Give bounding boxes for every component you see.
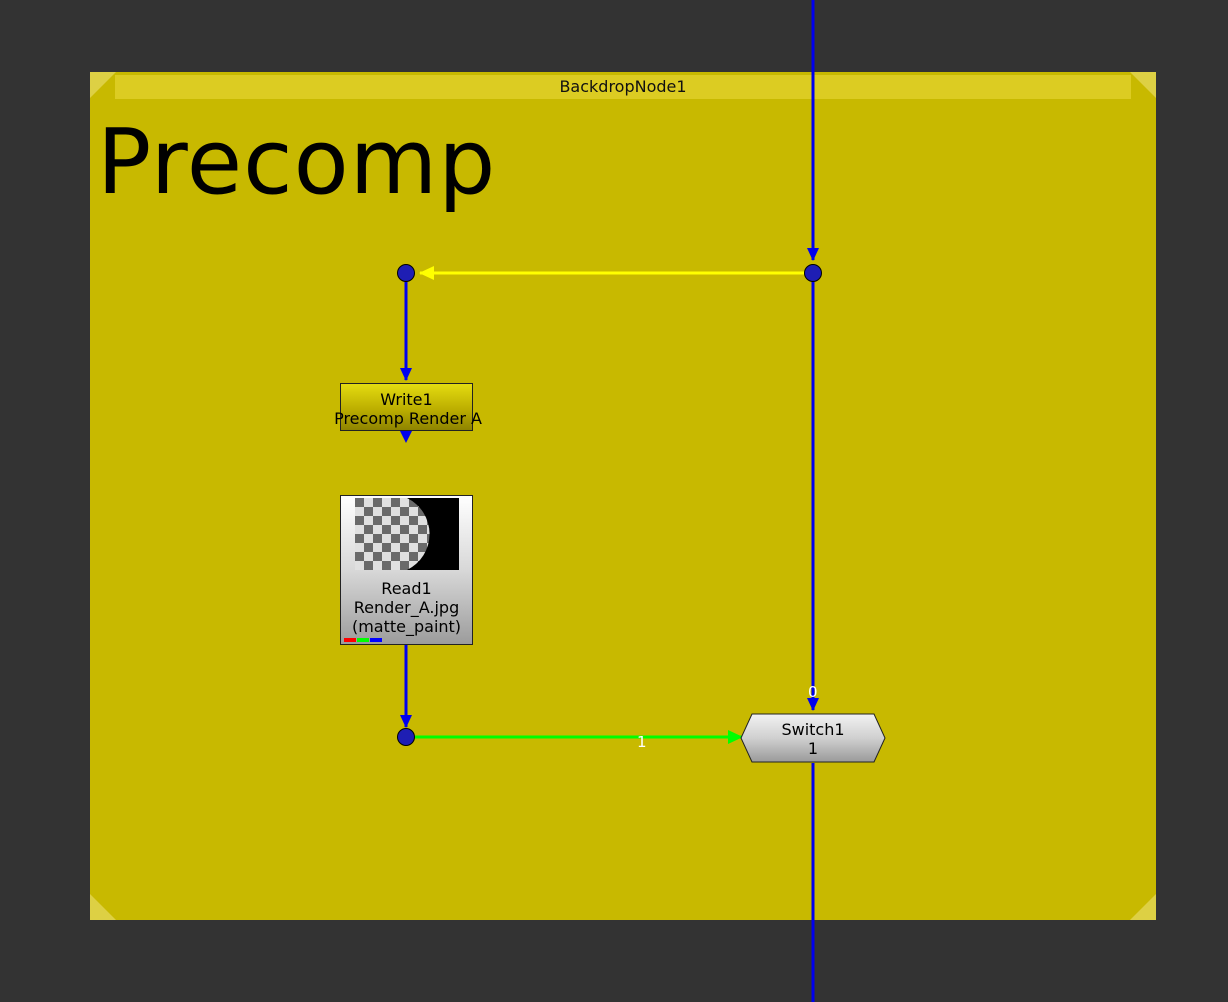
dot-node-bottom-left[interactable] [397, 728, 415, 746]
backdrop-resize-corner-bl[interactable] [90, 894, 116, 920]
read-channel-blue-indicator [370, 638, 382, 642]
backdrop-node[interactable] [90, 72, 1156, 920]
write-node[interactable]: Write1 Precomp Render A [334, 383, 482, 431]
read-node-name: Read1 [381, 579, 432, 598]
read-node[interactable]: Read1 Render_A.jpg (matte_paint) [340, 495, 473, 645]
switch-node-name: Switch1 [781, 720, 845, 739]
switch-node[interactable] [740, 713, 886, 763]
read-node-layer: (matte_paint) [351, 617, 462, 636]
switch-input-1-label: 1 [637, 733, 647, 751]
read-channel-red-indicator [344, 638, 356, 642]
dot-node-top-right[interactable] [804, 264, 822, 282]
write-node-label: Precomp Render A [334, 409, 482, 428]
switch-node-value: 1 [807, 739, 819, 758]
read-thumbnail-image [355, 498, 459, 570]
read-channel-green-indicator [357, 638, 369, 642]
backdrop-resize-corner-tl[interactable] [90, 72, 116, 98]
switch-node-text: Switch1 1 [740, 720, 886, 758]
dot-node-top-left[interactable] [397, 264, 415, 282]
switch-input-0-label: 0 [808, 683, 818, 701]
read-node-file: Render_A.jpg [353, 598, 460, 617]
write-output-arrow [400, 431, 412, 443]
backdrop-label: Precomp [97, 110, 497, 215]
backdrop-resize-corner-br[interactable] [1130, 894, 1156, 920]
backdrop-resize-corner-tr[interactable] [1130, 72, 1156, 98]
backdrop-title[interactable]: BackdropNode1 [115, 75, 1131, 99]
read-thumbnail [355, 498, 459, 570]
write-node-name: Write1 [380, 390, 433, 409]
